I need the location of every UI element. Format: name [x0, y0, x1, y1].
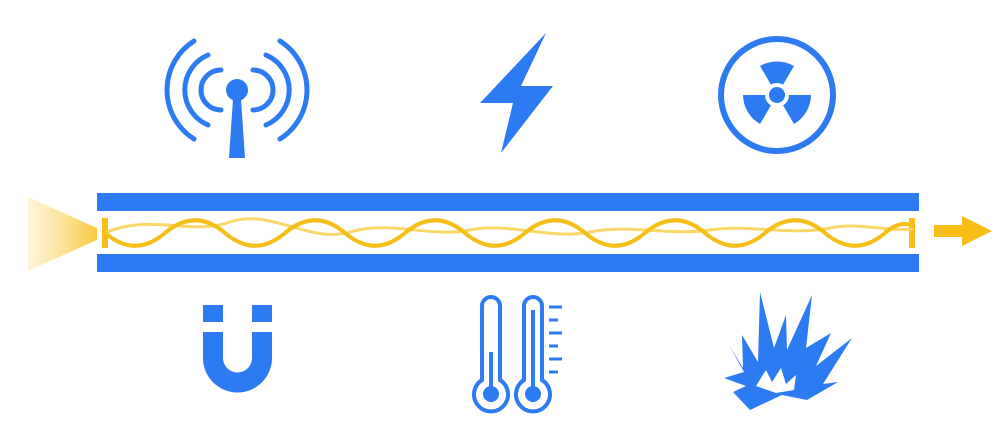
magnet-icon — [203, 305, 272, 393]
lightning-icon — [480, 33, 553, 153]
radiation-icon — [718, 36, 836, 154]
radio-antenna-icon — [164, 38, 310, 158]
light-source-cone — [28, 197, 110, 271]
fiber-cladding — [97, 193, 919, 272]
output-arrow-icon — [934, 216, 992, 246]
light-wave — [103, 217, 914, 248]
fiber-core — [97, 211, 919, 254]
explosion-icon — [724, 292, 852, 410]
thermometers-icon — [472, 295, 562, 414]
